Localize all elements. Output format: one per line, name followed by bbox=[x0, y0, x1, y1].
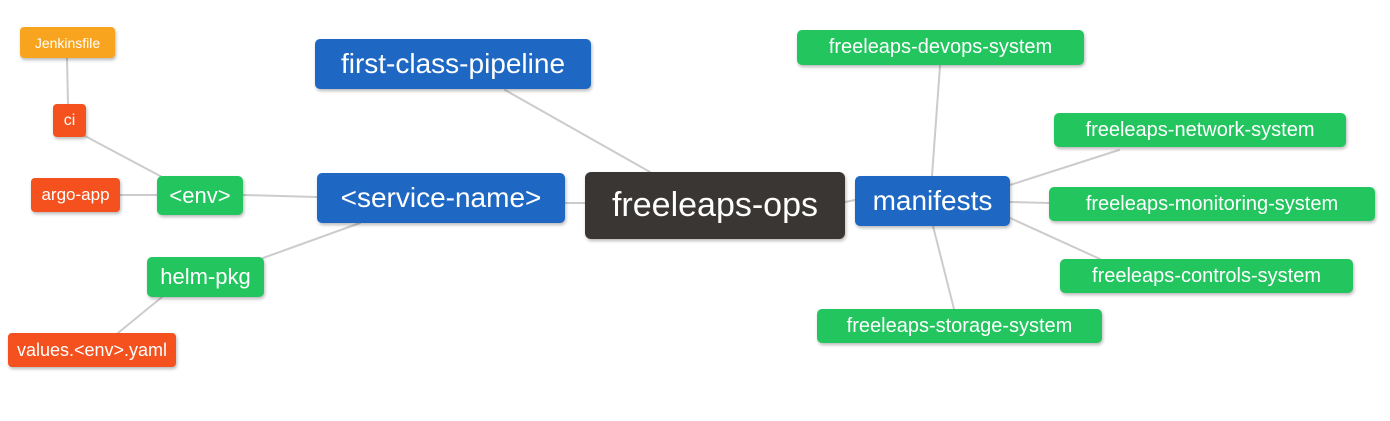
node-helm-pkg[interactable]: helm-pkg bbox=[147, 257, 264, 297]
edge-helm-pkg-values-env-yaml bbox=[117, 296, 163, 334]
edge-ci-env bbox=[84, 135, 163, 178]
node-freeleaps-storage-system[interactable]: freeleaps-storage-system bbox=[817, 309, 1102, 343]
node-freeleaps-monitoring-system[interactable]: freeleaps-monitoring-system bbox=[1049, 187, 1375, 221]
node-freeleaps-devops-system[interactable]: freeleaps-devops-system bbox=[797, 30, 1084, 65]
node-argo-app[interactable]: argo-app bbox=[31, 178, 120, 212]
edge-manifests-monitoring-system bbox=[1009, 201, 1050, 204]
edge-manifests-storage-system bbox=[932, 225, 955, 310]
node-env[interactable]: <env> bbox=[157, 176, 243, 215]
edge-manifests-network-system bbox=[1009, 149, 1120, 186]
node-manifests[interactable]: manifests bbox=[855, 176, 1010, 226]
edge-jenkinsfile-ci bbox=[66, 57, 69, 105]
node-first-class-pipeline[interactable]: first-class-pipeline bbox=[315, 39, 591, 89]
node-jenkinsfile[interactable]: Jenkinsfile bbox=[20, 27, 115, 58]
edge-freeleaps-ops-manifests bbox=[844, 199, 856, 203]
node-values-env-yaml[interactable]: values.<env>.yaml bbox=[8, 333, 176, 367]
node-freeleaps-controls-system[interactable]: freeleaps-controls-system bbox=[1060, 259, 1353, 293]
node-service-name[interactable]: <service-name> bbox=[317, 173, 565, 223]
edge-manifests-controls-system bbox=[1009, 217, 1101, 260]
edge-helm-pkg-service-name bbox=[262, 222, 361, 259]
node-freeleaps-ops-root[interactable]: freeleaps-ops bbox=[585, 172, 845, 239]
edge-env-service-name bbox=[242, 194, 318, 198]
node-freeleaps-network-system[interactable]: freeleaps-network-system bbox=[1054, 113, 1346, 147]
edge-first-class-pipeline-freeleaps-ops bbox=[504, 89, 651, 173]
edge-manifests-devops-system bbox=[931, 65, 941, 177]
node-ci[interactable]: ci bbox=[53, 104, 86, 137]
